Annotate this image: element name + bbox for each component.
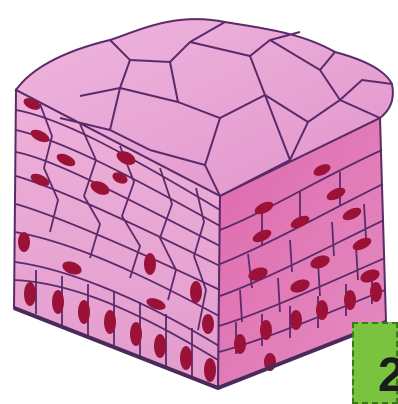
figure-number-label: 2: [378, 352, 398, 400]
